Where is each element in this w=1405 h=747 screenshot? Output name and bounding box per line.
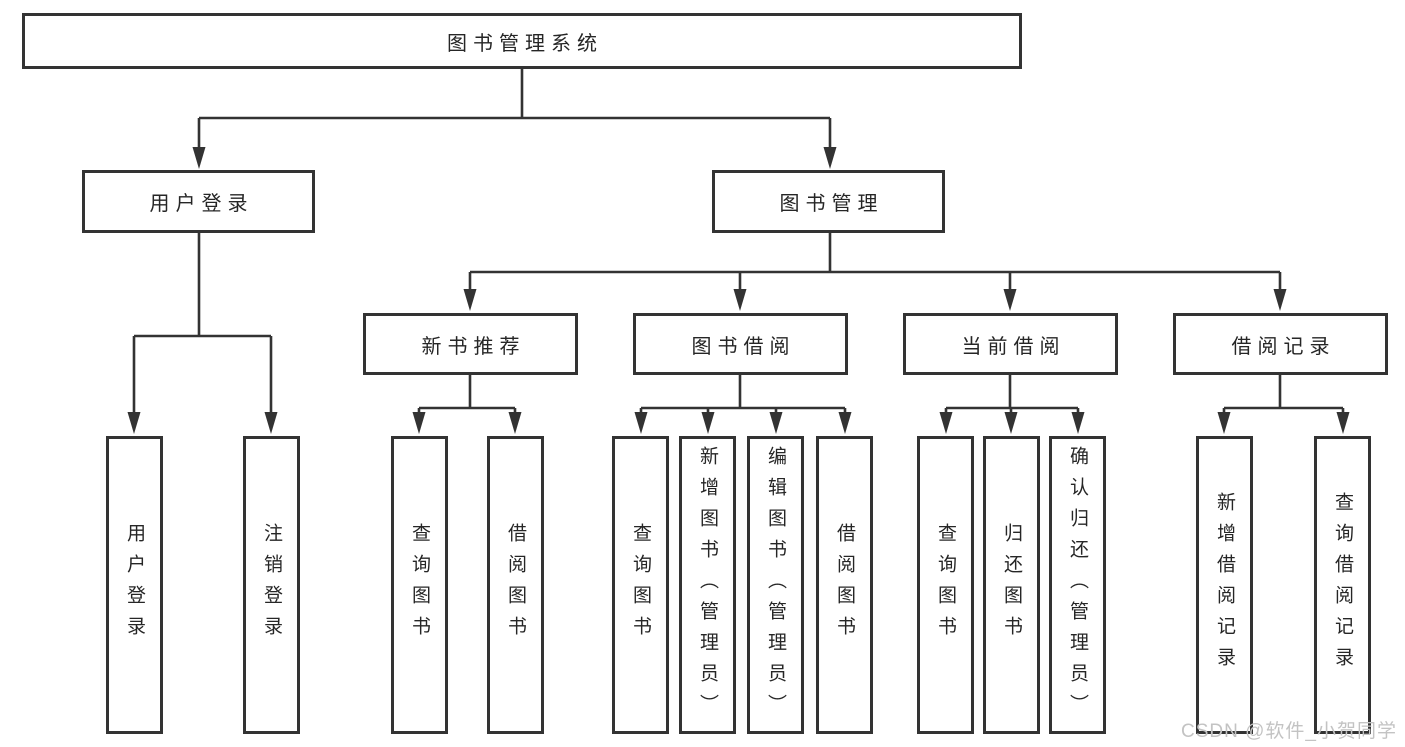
leaf-label: 用户登录 <box>124 523 145 647</box>
leaf-label: 查询图书 <box>935 523 956 647</box>
leaf-borrow-books-recommend: 借阅图书 <box>487 436 544 734</box>
leaf-confirm-return-admin: 确认归还（管理员） <box>1049 436 1106 734</box>
node-new-book-recommendation: 新书推荐 <box>363 313 578 375</box>
arrow-head-icon <box>508 412 522 434</box>
leaf-label: 查询图书 <box>630 523 651 647</box>
arrow-head-icon <box>1217 412 1231 434</box>
arrow-head-icon <box>463 289 477 311</box>
leaf-edit-book-admin: 编辑图书（管理员） <box>747 436 804 734</box>
arrow-head-icon <box>1003 289 1017 311</box>
leaf-user-login: 用户登录 <box>106 436 163 734</box>
arrow-head-icon <box>192 147 206 169</box>
leaf-label: 查询图书 <box>409 523 430 647</box>
leaf-query-books-current: 查询图书 <box>917 436 974 734</box>
leaf-label: 查询借阅记录 <box>1332 492 1353 678</box>
arrow-head-icon <box>264 412 278 434</box>
arrow-head-icon <box>939 412 953 434</box>
csdn-watermark: CSDN @软件_小贺同学 <box>1181 721 1397 742</box>
arrow-head-icon <box>769 412 783 434</box>
leaf-add-borrow-record: 新增借阅记录 <box>1196 436 1253 734</box>
leaf-add-book-admin: 新增图书（管理员） <box>679 436 736 734</box>
arrow-head-icon <box>412 412 426 434</box>
arrow-head-icon <box>1273 289 1287 311</box>
leaf-label: 新增借阅记录 <box>1214 492 1235 678</box>
leaf-label: 借阅图书 <box>834 523 855 647</box>
arrow-head-icon <box>634 412 648 434</box>
leaf-label: 新增图书（管理员） <box>697 445 718 725</box>
leaf-label: 注销登录 <box>261 523 282 647</box>
arrow-head-icon <box>1004 412 1018 434</box>
leaf-label: 确认归还（管理员） <box>1067 445 1088 725</box>
arrow-head-icon <box>823 147 837 169</box>
node-book-borrowing: 图书借阅 <box>633 313 848 375</box>
arrow-head-icon <box>1336 412 1350 434</box>
leaf-label: 借阅图书 <box>505 523 526 647</box>
leaf-query-books-borrow: 查询图书 <box>612 436 669 734</box>
leaf-query-books-recommend: 查询图书 <box>391 436 448 734</box>
node-user-login: 用户登录 <box>82 170 315 233</box>
leaf-logout: 注销登录 <box>243 436 300 734</box>
connector-path <box>132 69 1345 415</box>
arrow-head-icon <box>701 412 715 434</box>
leaf-query-borrow-record: 查询借阅记录 <box>1314 436 1371 734</box>
arrow-head-icon <box>838 412 852 434</box>
node-library-management-system: 图书管理系统 <box>22 13 1022 69</box>
arrow-head-icon <box>1071 412 1085 434</box>
leaf-return-books: 归还图书 <box>983 436 1040 734</box>
node-borrowing-records: 借阅记录 <box>1173 313 1388 375</box>
arrow-head-icon <box>733 289 747 311</box>
arrow-head-icon <box>127 412 141 434</box>
node-book-management: 图书管理 <box>712 170 945 233</box>
leaf-borrow-books: 借阅图书 <box>816 436 873 734</box>
node-current-borrowing: 当前借阅 <box>903 313 1118 375</box>
leaf-label: 归还图书 <box>1001 523 1022 647</box>
leaf-label: 编辑图书（管理员） <box>765 445 786 725</box>
